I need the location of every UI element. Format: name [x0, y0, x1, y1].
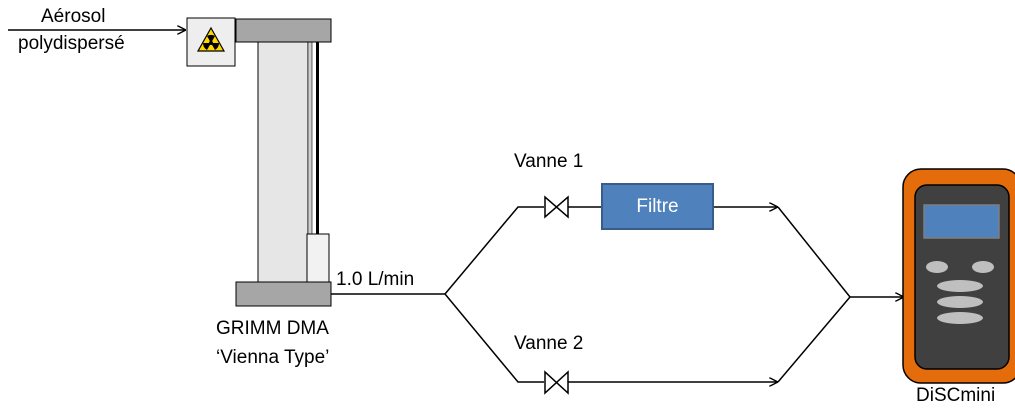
device-button-2 — [937, 296, 983, 308]
dma-column — [235, 18, 332, 307]
device-button-1 — [937, 280, 983, 292]
radiation-symbol-icon — [196, 26, 226, 52]
upper-branch-line — [444, 206, 544, 295]
aerosol-label-line2: polydispersé — [18, 33, 125, 54]
lower-merge-line — [777, 296, 851, 383]
lower-branch-line — [444, 293, 544, 383]
valve-1-icon[interactable] — [544, 195, 569, 219]
device-screen — [923, 204, 1000, 239]
valve-2-label: Vanne 2 — [514, 333, 584, 354]
valve-2-icon[interactable] — [544, 370, 569, 395]
dma-label-line2: ‘Vienna Type’ — [216, 347, 330, 368]
flow-rate-label: 1.0 L/min — [336, 269, 415, 290]
aerosol-label-line1: Aérosol — [41, 6, 106, 27]
radiation-source — [186, 17, 236, 67]
upper-merge-line — [777, 206, 851, 298]
valve-1-label: Vanne 1 — [514, 151, 584, 172]
device-button-right — [972, 261, 994, 273]
device-button-left — [926, 261, 948, 273]
filter-box[interactable]: Filtre — [601, 183, 714, 230]
device-button-3 — [937, 312, 983, 324]
discmini-label: DiSCmini — [916, 385, 996, 406]
discmini-device — [902, 168, 1015, 384]
dma-label-line1: GRIMM DMA — [216, 318, 329, 339]
